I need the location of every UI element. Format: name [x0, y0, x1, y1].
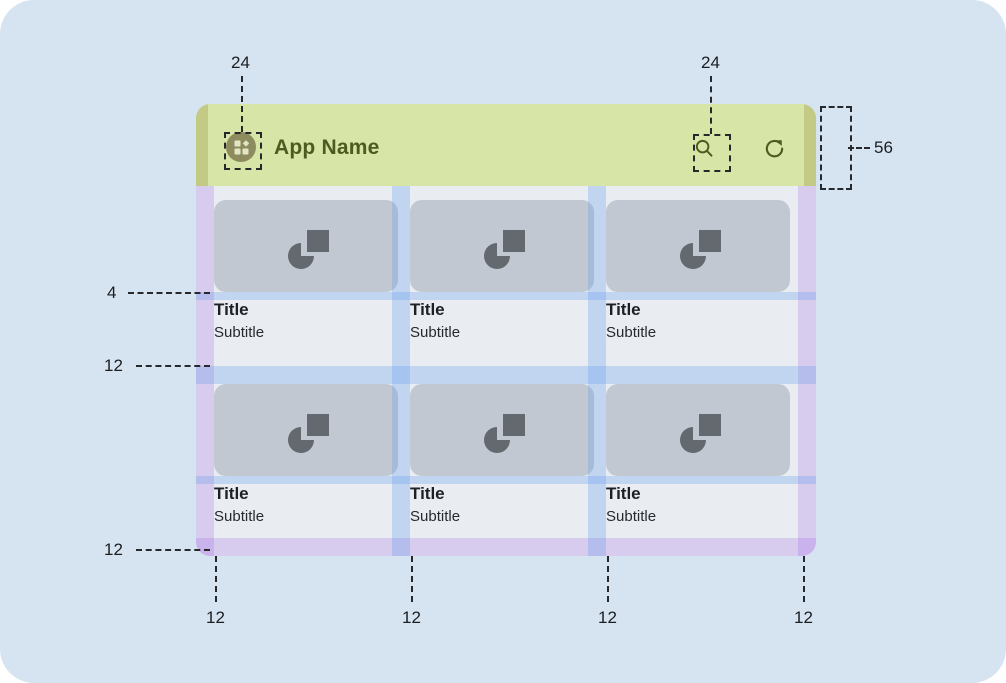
list-item[interactable]: Title Subtitle	[606, 200, 790, 344]
list-item[interactable]: Title Subtitle	[214, 200, 398, 344]
annotation-icon-size-left: 24	[231, 53, 250, 72]
gutter-overlay-col-2	[588, 186, 606, 556]
card-text: Title Subtitle	[214, 476, 398, 528]
annotation-gutter-4: 12	[794, 608, 813, 627]
card-title: Title	[214, 300, 249, 319]
annotation-icon-size-right: 24	[701, 53, 720, 72]
app-frame: App Name	[196, 104, 816, 556]
appbar-right-margin-overlay	[804, 104, 816, 186]
annotation-leader-appbar-height	[848, 147, 870, 149]
card-subtitle: Subtitle	[214, 508, 265, 525]
card-text: Title Subtitle	[606, 292, 790, 344]
list-item[interactable]: Title Subtitle	[606, 384, 790, 528]
annotation-leader-gutter-2	[411, 556, 413, 602]
card-subtitle: Subtitle	[214, 324, 265, 341]
card-title: Title	[606, 484, 641, 503]
gutter-overlay-title-gap-row-2	[196, 476, 816, 484]
app-bar: App Name	[196, 104, 816, 186]
list-item[interactable]: Title Subtitle	[410, 384, 594, 528]
annotation-row-gap: 12	[104, 356, 123, 375]
image-placeholder-icon	[606, 384, 790, 476]
card-title: Title	[410, 300, 445, 319]
gutter-overlay-title-gap-row-1	[196, 292, 816, 300]
annotation-leader-title-gap	[128, 292, 210, 294]
card-title: Title	[606, 300, 641, 319]
image-placeholder-icon	[214, 384, 398, 476]
card-title: Title	[410, 484, 445, 503]
page-title: App Name	[274, 136, 380, 159]
list-item[interactable]: Title Subtitle	[214, 384, 398, 528]
refresh-icon[interactable]	[762, 136, 786, 160]
annotation-appbar-height: 56	[874, 138, 893, 157]
annotation-leader-bottom-gap	[136, 549, 210, 551]
annotation-leader-icon-right	[710, 76, 712, 134]
card-title: Title	[214, 484, 249, 503]
list-item[interactable]: Title Subtitle	[410, 200, 594, 344]
card-grid: Title Subtitle Title Subtitle	[196, 186, 816, 556]
image-placeholder-icon	[214, 200, 398, 292]
annotation-bottom-gap: 12	[104, 540, 123, 559]
annotation-leader-icon-left	[241, 76, 243, 132]
search-icon[interactable]	[692, 136, 716, 160]
annotation-leader-gutter-1	[215, 556, 217, 602]
annotation-box-search-icon	[693, 134, 731, 172]
card-text: Title Subtitle	[410, 476, 594, 528]
card-subtitle: Subtitle	[410, 508, 461, 525]
image-placeholder-icon	[606, 200, 790, 292]
annotation-leader-row-gap	[136, 365, 210, 367]
card-subtitle: Subtitle	[606, 324, 657, 341]
appbar-left-margin-overlay	[196, 104, 208, 186]
annotation-box-app-icon	[224, 132, 262, 170]
app-grid-icon[interactable]	[226, 132, 256, 162]
margin-overlay-bottom	[196, 538, 816, 556]
card-subtitle: Subtitle	[410, 324, 461, 341]
image-placeholder-icon	[410, 200, 594, 292]
annotation-title-gap: 4	[107, 283, 117, 302]
card-text: Title Subtitle	[606, 476, 790, 528]
annotation-gutter-2: 12	[402, 608, 421, 627]
annotation-leader-gutter-4	[803, 556, 805, 602]
card-subtitle: Subtitle	[606, 508, 657, 525]
image-placeholder-icon	[410, 384, 594, 476]
gutter-overlay-col-1	[392, 186, 410, 556]
card-text: Title Subtitle	[410, 292, 594, 344]
annotation-gutter-3: 12	[598, 608, 617, 627]
card-text: Title Subtitle	[214, 292, 398, 344]
gutter-overlay-row-gap	[196, 366, 816, 384]
annotation-leader-gutter-3	[607, 556, 609, 602]
margin-overlay-right	[798, 186, 816, 556]
margin-overlay-left	[196, 186, 214, 556]
annotation-gutter-1: 12	[206, 608, 225, 627]
